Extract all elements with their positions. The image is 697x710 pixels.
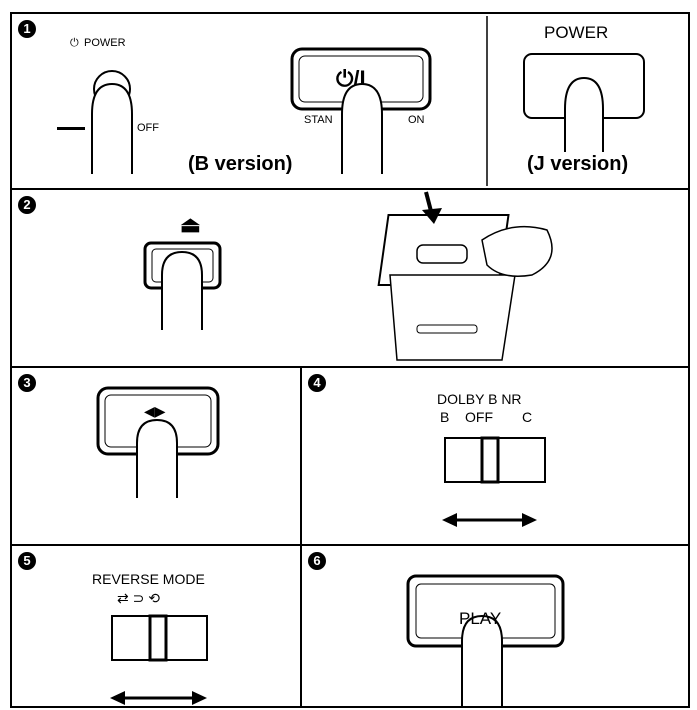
step2-panel: 2 ⏏ [10,188,690,368]
step4-panel: 4 DOLBY B NR B OFF C [300,366,690,546]
step3-graphics [96,386,220,498]
j-version-label: (J version) [527,153,629,175]
step-number-5: 5 [18,552,36,570]
dolby-option-b: B [440,409,450,425]
step6-panel: 6 PLAY [300,544,690,708]
dolby-option-off: OFF [465,409,493,425]
dolby-option-c: C [522,409,533,425]
on-label: ON [408,114,425,126]
cassette-icon [377,214,553,361]
reverse-mode-title: REVERSE MODE [92,571,205,587]
b-version-label: (B version) [188,153,293,175]
direction-symbol: ◀▶ [144,403,166,419]
finger-icon [461,614,503,706]
down-arrow-icon [422,191,442,224]
step-number-6: 6 [308,552,326,570]
step6-graphics [406,574,565,706]
reverse-mode-icons: ⇄ ⊃ ⟲ [117,590,160,606]
power-label-small: POWER [84,37,126,49]
double-arrow-icon [442,513,537,527]
step3-panel: 3 ◀▶ [10,366,302,546]
step-number-3: 3 [18,374,36,392]
step5-panel: 5 REVERSE MODE ⇄ ⊃ ⟲ [10,544,302,708]
play-label: PLAY [459,609,502,628]
step5-graphics [110,614,208,705]
finger-icon [91,76,604,174]
step1-panel: 1 ⏻ POWER ⏻/I OFF STAN ON (B version) PO… [10,12,690,190]
dolby-title: DOLBY B NR [437,391,522,407]
step4-graphics [442,436,546,527]
standby-label: STAN [304,114,333,126]
finger-icon [136,418,178,498]
step-number-4: 4 [308,374,326,392]
eject-symbol: ⏏ [180,212,201,237]
double-arrow-icon [110,691,207,705]
step2-graphics [143,191,553,361]
power-label-j: POWER [544,23,609,42]
power-symbol: ⏻ [70,37,79,49]
step-number-1: 1 [18,20,36,38]
off-label: OFF [137,122,159,134]
step-number-2: 2 [18,196,36,214]
